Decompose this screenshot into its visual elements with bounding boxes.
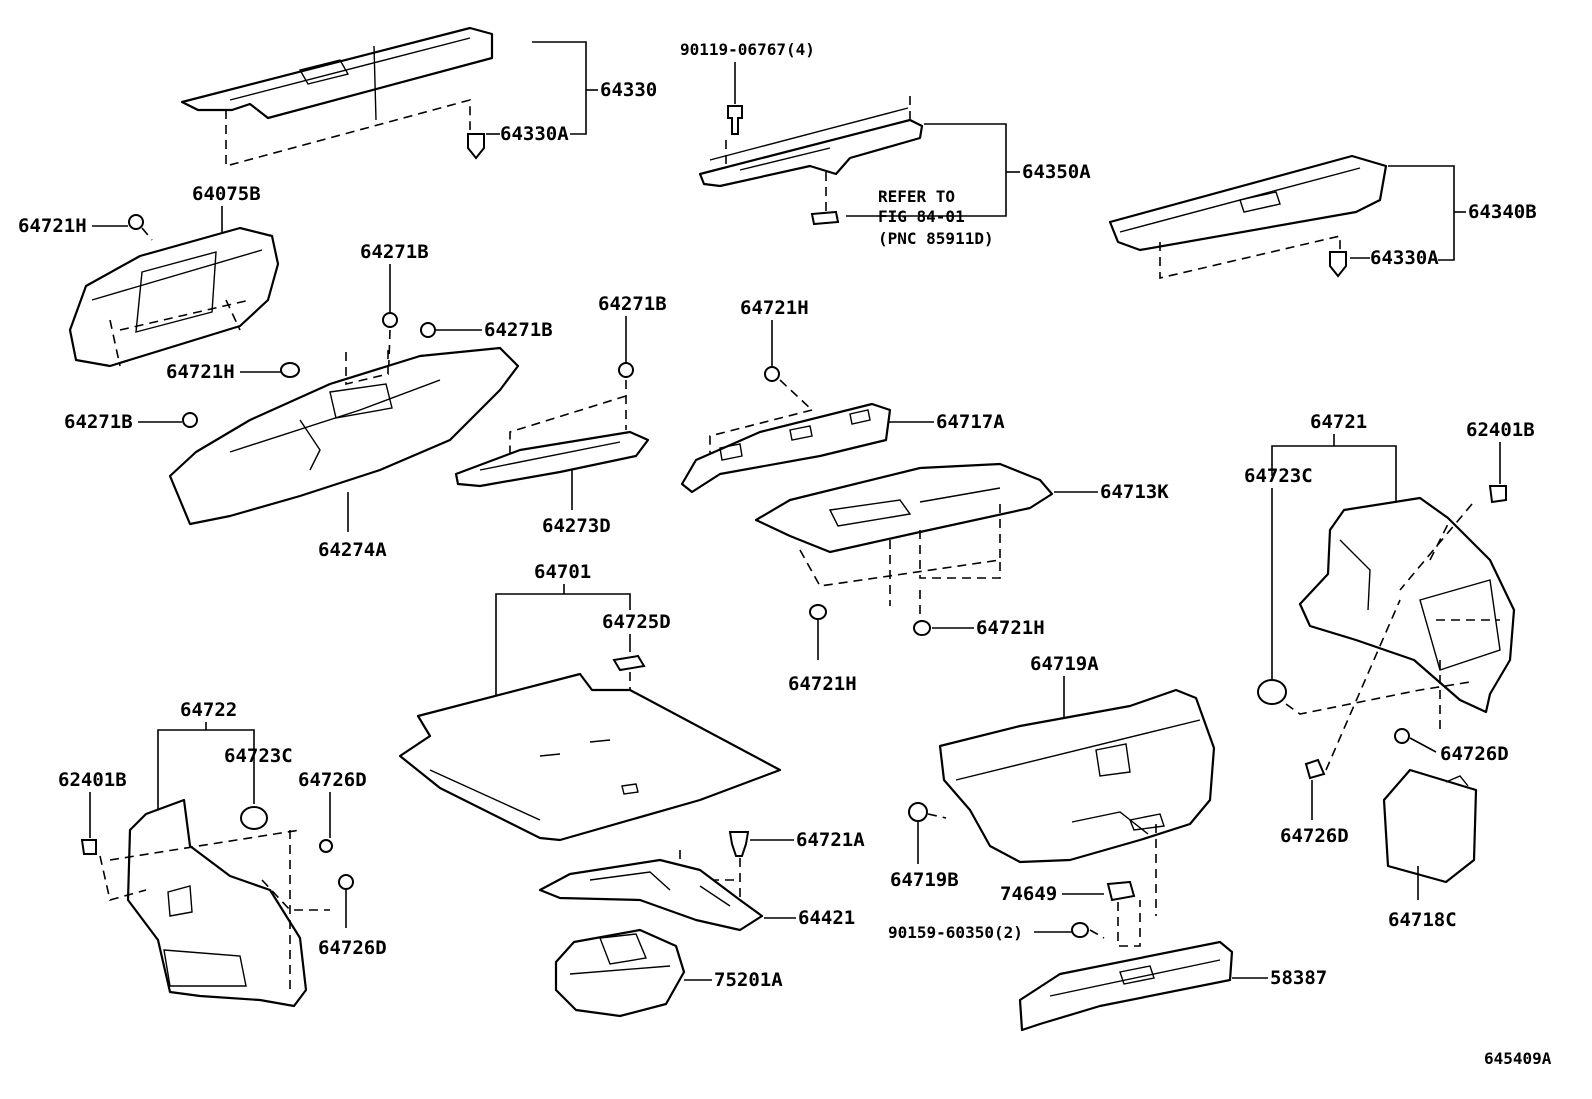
label-90159-60350: 90159-60350(2) xyxy=(888,923,1023,942)
clip-64271B-a xyxy=(382,312,398,328)
label-64726D-r2: 64726D xyxy=(1280,825,1349,847)
part-64725D-tag xyxy=(612,654,646,672)
label-62401B-left: 62401B xyxy=(58,769,127,791)
clip-64721A xyxy=(728,831,750,857)
clip-64723C-right xyxy=(1257,679,1287,705)
label-58387: 58387 xyxy=(1270,967,1327,989)
clip-62401B-left xyxy=(80,839,97,855)
clip-64271B-c xyxy=(182,412,198,428)
label-62401B-right: 62401B xyxy=(1466,419,1535,441)
label-90119-06767: 90119-06767(4) xyxy=(680,40,815,59)
label-64717A: 64717A xyxy=(936,411,1005,433)
clip-64330A-right xyxy=(1329,251,1347,278)
clip-refer-85911D xyxy=(810,210,840,226)
clip-64330A-top xyxy=(467,133,485,160)
clip-64271B-b xyxy=(420,322,436,338)
bolt-90119-06767 xyxy=(727,105,743,135)
label-74649: 74649 xyxy=(1000,883,1057,905)
label-64273D: 64273D xyxy=(542,515,611,537)
clip-64721H-e xyxy=(913,620,931,636)
clip-64721H-a xyxy=(128,214,144,230)
part-64719A-lid-trim xyxy=(938,688,1216,864)
part-64721-trim xyxy=(1298,496,1516,714)
label-64723C-right: 64723C xyxy=(1244,465,1313,487)
refer-note-line2: FIG 84-01 xyxy=(878,207,965,226)
clip-64726D-l2 xyxy=(338,874,354,890)
part-58387-sill-plate xyxy=(1018,940,1234,1032)
bolt-90159-60350 xyxy=(1071,922,1089,938)
label-64725D: 64725D xyxy=(602,611,671,633)
diagram-id: 645409A xyxy=(1484,1049,1552,1068)
label-64721H-e: 64721H xyxy=(976,617,1045,639)
part-64075B-panel xyxy=(68,226,280,368)
part-64717A-trim xyxy=(680,402,892,494)
part-64713K-mat xyxy=(754,462,1054,620)
label-64340B: 64340B xyxy=(1468,201,1537,223)
clip-62401B-right xyxy=(1488,485,1507,504)
clip-64726D-r2 xyxy=(1304,758,1326,780)
label-64075B: 64075B xyxy=(192,183,261,205)
clip-64726D-l1 xyxy=(319,839,333,853)
label-64274A: 64274A xyxy=(318,539,387,561)
label-64271B-c: 64271B xyxy=(64,411,133,433)
label-64719B: 64719B xyxy=(890,869,959,891)
label-64330A-top: 64330A xyxy=(500,123,569,145)
part-64340B-panel xyxy=(1108,154,1388,280)
part-75201A-tool-box xyxy=(554,928,686,1018)
part-64722-trim xyxy=(99,798,330,1008)
label-64350A: 64350A xyxy=(1022,161,1091,183)
part-64350A-bracket xyxy=(698,96,924,212)
label-64721H-c: 64721H xyxy=(740,297,809,319)
label-64721A: 64721A xyxy=(796,829,865,851)
label-64721H-a: 64721H xyxy=(18,215,87,237)
part-64330-panel xyxy=(180,26,494,168)
refer-note-line1: REFER TO xyxy=(878,187,955,206)
label-64718C: 64718C xyxy=(1388,909,1457,931)
label-64271B-b: 64271B xyxy=(484,319,553,341)
clip-64721H-d xyxy=(809,604,827,620)
label-64723C-left: 64723C xyxy=(224,745,293,767)
label-64713K: 64713K xyxy=(1100,481,1169,503)
label-75201A: 75201A xyxy=(714,969,783,991)
clip-64723C-left xyxy=(240,806,268,830)
clip-64721H-c xyxy=(764,366,780,382)
label-64726D-l2: 64726D xyxy=(318,937,387,959)
part-74649-pad xyxy=(1106,880,1136,902)
label-64726D-l1: 64726D xyxy=(298,769,367,791)
clip-64271B-d xyxy=(618,362,634,378)
label-64721H-d: 64721H xyxy=(788,673,857,695)
label-64330A-right: 64330A xyxy=(1370,247,1439,269)
label-64719A: 64719A xyxy=(1030,653,1099,675)
label-64722: 64722 xyxy=(180,699,237,721)
label-64271B-d: 64271B xyxy=(598,293,667,315)
part-64718C-cover xyxy=(1382,768,1478,884)
part-64421-tray xyxy=(538,858,764,932)
clip-64721H-b xyxy=(280,362,300,378)
part-64274A-trim xyxy=(168,346,520,526)
label-64421: 64421 xyxy=(798,907,855,929)
part-64701-mat xyxy=(398,672,782,842)
label-64330: 64330 xyxy=(600,79,657,101)
label-64701: 64701 xyxy=(534,561,591,583)
refer-note-line3: (PNC 85911D) xyxy=(878,229,994,248)
label-64721: 64721 xyxy=(1310,411,1367,433)
label-64271B-a: 64271B xyxy=(360,241,429,263)
label-64726D-r1: 64726D xyxy=(1440,743,1509,765)
clip-64719B xyxy=(908,802,928,822)
label-64721H-b: 64721H xyxy=(166,361,235,383)
clip-64726D-r1 xyxy=(1394,728,1410,744)
part-64273D-plate xyxy=(454,430,650,488)
